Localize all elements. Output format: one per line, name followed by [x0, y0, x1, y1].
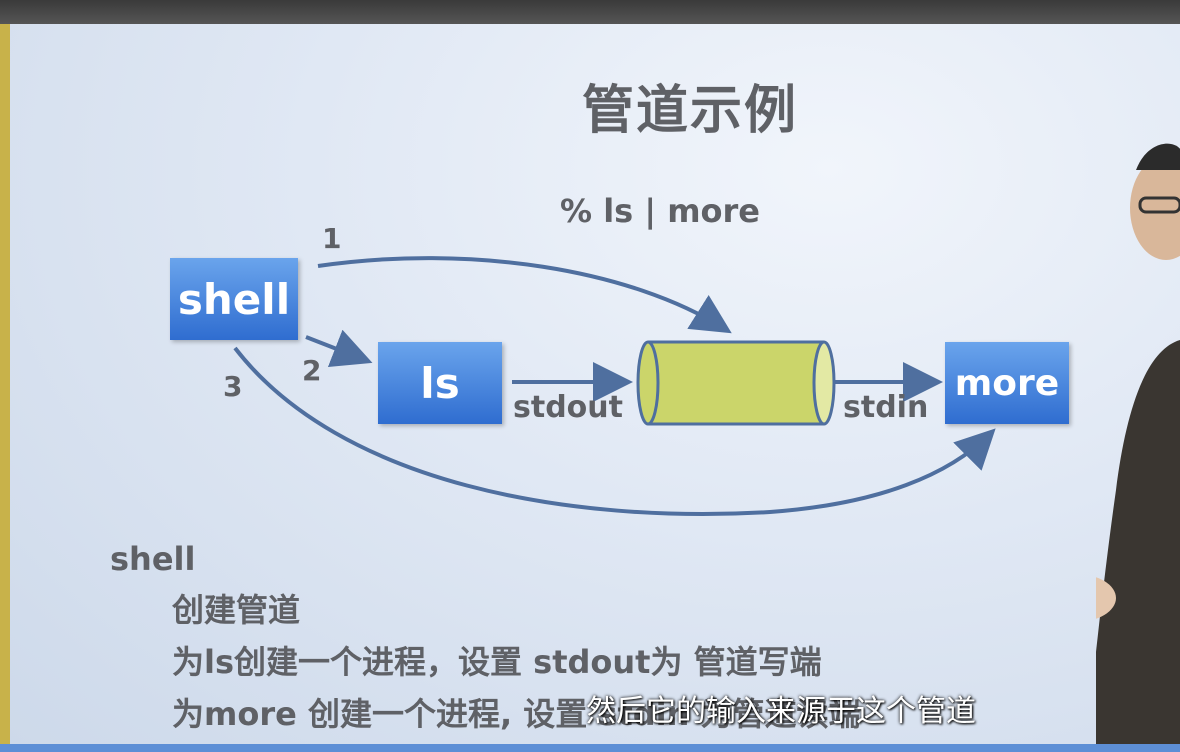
steps-heading: shell: [110, 540, 196, 578]
stdin-label: stdin: [843, 390, 929, 425]
video-left-border: [0, 24, 10, 744]
step-line: 为ls创建一个进程，设置 stdout为 管道写端: [172, 643, 822, 681]
video-subtitle: 然后它的输入来源于这个管道: [586, 694, 976, 729]
slide-title: 管道示例: [581, 81, 798, 141]
pipe-diagram: [233, 256, 996, 516]
steps-list: shell 创建管道 为ls创建一个进程，设置 stdout为 管道写端 为mo…: [110, 540, 861, 740]
step-line: 创建管道: [172, 591, 301, 629]
more-box: more: [945, 342, 1069, 424]
video-progress-bar[interactable]: [0, 744, 1180, 752]
lecture-slide: 管道示例 % ls | more shell ls more stdout st…: [10, 24, 1180, 744]
step-line: 为more 创建一个进程, 设置 stdin 为管道读端: [172, 695, 861, 733]
step-number-1: 1: [322, 222, 342, 255]
arrow-shell-to-more: [233, 346, 996, 516]
pipe-command: % ls | more: [560, 192, 760, 230]
pipe-cylinder: [636, 340, 836, 426]
shell-box: shell: [170, 258, 298, 340]
step-number-2: 2: [302, 354, 322, 387]
presenter-figure: [1096, 143, 1180, 744]
stdout-label: stdout: [513, 390, 623, 425]
video-top-border: [0, 0, 1180, 24]
arrow-shell-to-ls: [305, 329, 373, 368]
step-number-3: 3: [223, 370, 243, 403]
arrow-shell-to-pipe: [317, 256, 732, 334]
ls-box: ls: [378, 342, 502, 424]
